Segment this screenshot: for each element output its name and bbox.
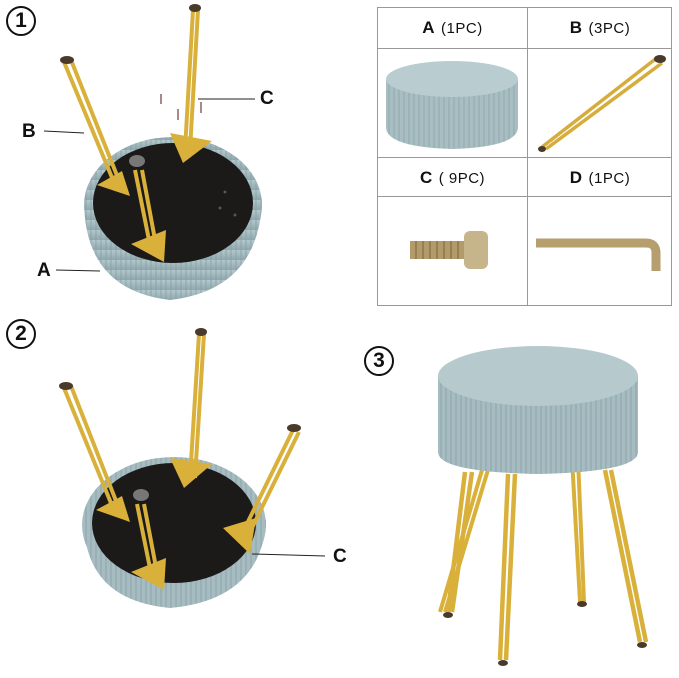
part-c-header: C ( 9PC) xyxy=(378,158,527,198)
callout-a-step1: A xyxy=(37,260,51,281)
parts-table: A (1PC) B (3PC) C ( 9PC) D (1PC) xyxy=(377,7,672,306)
step-3-illustration xyxy=(438,346,649,666)
part-d-header: D (1PC) xyxy=(528,158,672,198)
part-c-letter: C xyxy=(419,168,433,187)
callout-b-step1: B xyxy=(22,121,36,142)
part-a-qty: (1PC) xyxy=(441,19,483,37)
step-1-number: 1 xyxy=(6,6,36,36)
part-b-qty: (3PC) xyxy=(588,19,631,37)
step-3-number: 3 xyxy=(364,346,394,376)
part-a-letter: A xyxy=(422,18,436,37)
part-d-qty: (1PC) xyxy=(588,169,631,187)
callout-c-step1: C xyxy=(260,88,274,109)
part-d-allen-key-image xyxy=(536,238,661,271)
step-1-illustration xyxy=(43,4,262,300)
part-c-screw-image xyxy=(410,231,488,269)
step-2-illustration xyxy=(59,328,326,608)
part-b-header: B (3PC) xyxy=(528,8,672,48)
part-b-leg-image xyxy=(538,55,666,152)
part-b-letter: B xyxy=(569,18,583,37)
part-a-seat-image xyxy=(386,61,518,149)
step-2-number: 2 xyxy=(6,319,36,349)
part-d-letter: D xyxy=(569,168,583,187)
part-c-qty: ( 9PC) xyxy=(438,169,486,187)
part-a-header: A (1PC) xyxy=(378,8,527,48)
callout-c-step2: C xyxy=(333,546,347,567)
